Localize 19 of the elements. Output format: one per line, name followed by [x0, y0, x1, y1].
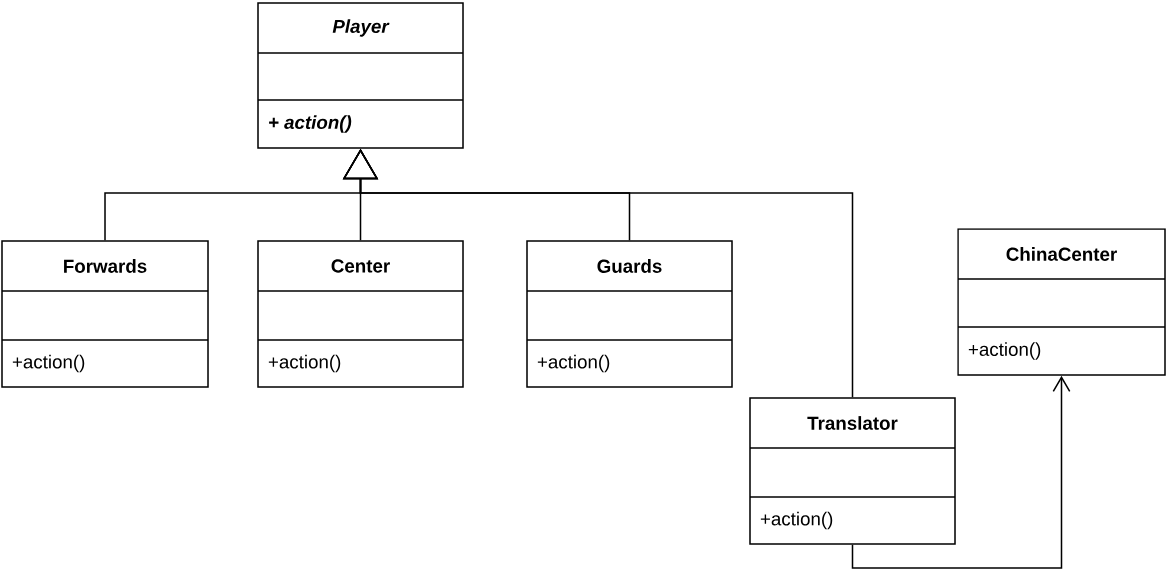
method-text: +action() — [760, 511, 833, 530]
class-name: Translator — [807, 416, 898, 430]
method-text: +action() — [968, 342, 1041, 360]
class-box — [526, 240, 733, 388]
class-box — [257, 240, 464, 388]
class-name: Forwards — [64, 259, 147, 273]
class-box — [257, 2, 464, 149]
class-name: Guards — [597, 259, 662, 273]
class-box — [957, 228, 1166, 376]
method-text: +action() — [268, 354, 341, 373]
method-text: +action() — [537, 354, 610, 373]
dependency-arrow — [851, 375, 1071, 569]
class-box — [1, 240, 209, 388]
method-text: + action() — [269, 115, 352, 133]
class-name: Center — [331, 259, 390, 273]
class-name: Player — [332, 19, 390, 37]
class-box — [749, 397, 956, 545]
class-name: ChinaCenter — [1006, 247, 1117, 261]
method-text: +action() — [12, 354, 85, 373]
